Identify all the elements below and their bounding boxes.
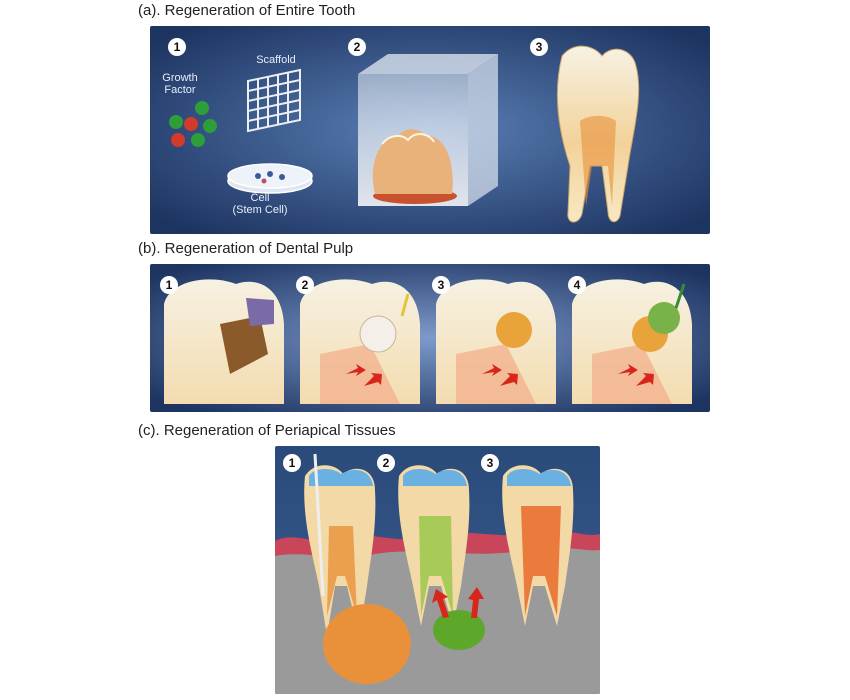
section-a-title: (a). Regeneration of Entire Tooth (138, 2, 356, 19)
panel-periapical-tissues: 1 2 3 (275, 446, 600, 694)
culture-box (358, 54, 498, 206)
growth-factor-spheres (169, 101, 217, 147)
periapical-tooth-1 (304, 453, 411, 684)
section-b-title: (b). Regeneration of Dental Pulp (138, 240, 354, 257)
periapical-tooth-3 (502, 465, 574, 626)
periapical-arrows (432, 587, 484, 618)
step-c-1: 1 (283, 454, 301, 472)
periapical-tooth-2 (398, 465, 485, 650)
step-b-1: 1 (160, 276, 178, 294)
pulp-step-1 (164, 279, 284, 404)
pulp-step-4 (572, 279, 692, 404)
growth-factor-label: Growth Factor (162, 72, 198, 96)
entire-tooth-illustration (150, 26, 710, 234)
panel-dental-pulp: 1 2 3 4 (150, 264, 710, 412)
scaffold-mesh (247, 68, 301, 133)
periapical-illustration (275, 446, 600, 694)
panel-entire-tooth: 1 2 3 Growth Factor Scaffold Cell (Stem … (150, 26, 710, 234)
scaffold-label: Scaffold (256, 54, 296, 66)
petri-dish (227, 163, 313, 194)
step-b-3: 3 (432, 276, 450, 294)
pulp-step-2 (300, 279, 420, 404)
section-c-title: (c). Regeneration of Periapical Tissues (138, 422, 396, 439)
step-a-1: 1 (168, 38, 186, 56)
step-a-3: 3 (530, 38, 548, 56)
cell-label: Cell (Stem Cell) (232, 192, 288, 216)
step-a-2: 2 (348, 38, 366, 56)
pulp-step-3 (436, 279, 556, 404)
pulp-arrows (346, 364, 654, 386)
step-b-2: 2 (296, 276, 314, 294)
step-c-3: 3 (481, 454, 499, 472)
step-c-2: 2 (377, 454, 395, 472)
step-b-4: 4 (568, 276, 586, 294)
dental-pulp-illustration (150, 264, 710, 412)
whole-tooth (556, 45, 640, 223)
